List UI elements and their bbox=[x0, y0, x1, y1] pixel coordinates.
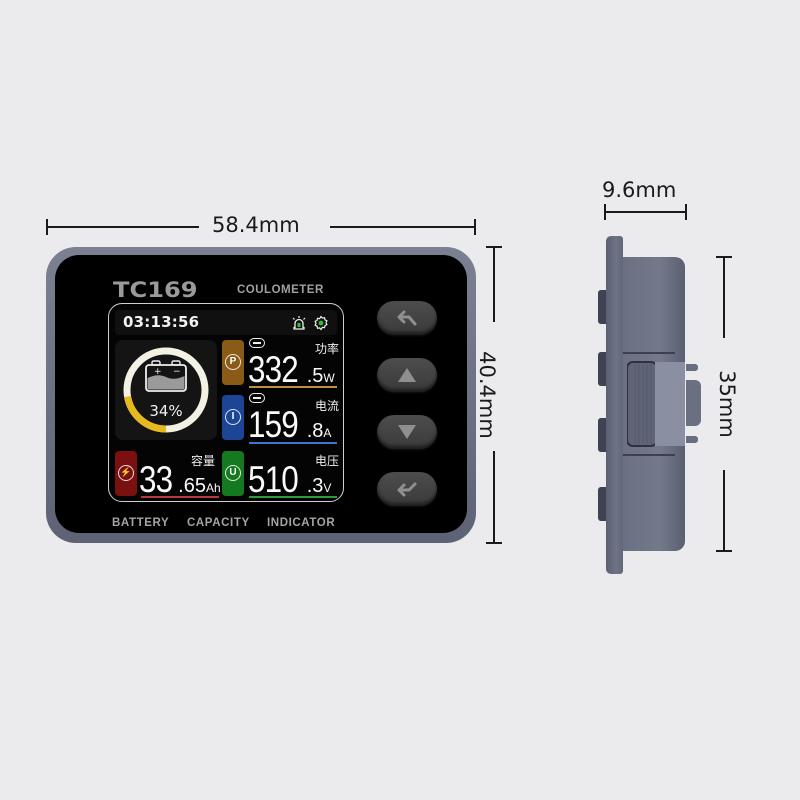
current-tile: I bbox=[222, 395, 244, 440]
voltage-label: 电压 bbox=[315, 454, 340, 468]
side-pin-bottom bbox=[686, 436, 698, 443]
coulometer-front-view: TC169 COULOMETER 03:13:56 bbox=[46, 247, 476, 543]
depth-dim-label: 9.6mm bbox=[602, 178, 677, 202]
footer-label-indicator: INDICATOR bbox=[267, 517, 336, 529]
height-dim-line-bottom bbox=[493, 451, 495, 543]
power-value: 332.5W bbox=[248, 349, 335, 390]
enter-arrow-icon bbox=[397, 482, 417, 497]
depth-dim-line bbox=[604, 211, 687, 213]
power-badge: P bbox=[225, 354, 241, 370]
current-negative-sign bbox=[249, 393, 265, 403]
power-underline bbox=[249, 386, 337, 388]
clock: 03:13:56 bbox=[123, 313, 200, 331]
footer-label-capacity: CAPACITY bbox=[187, 517, 250, 529]
lightning-icon: ⚡ bbox=[118, 465, 134, 481]
power-tile: P bbox=[222, 340, 244, 385]
side-button-2 bbox=[598, 352, 607, 386]
power-label: 功率 bbox=[315, 342, 340, 356]
up-button[interactable] bbox=[377, 358, 437, 392]
battery-percent: 34% bbox=[149, 402, 183, 420]
width-dim-line-right bbox=[330, 226, 475, 228]
depth-dim-tick-right bbox=[685, 204, 687, 220]
capacity-label: 容量 bbox=[191, 454, 216, 468]
height-dim-line-top bbox=[493, 246, 495, 322]
footer-label-battery: BATTERY bbox=[112, 517, 170, 529]
side-button-3 bbox=[598, 418, 607, 452]
status-bar: 03:13:56 bbox=[115, 310, 337, 335]
model-label: TC169 bbox=[113, 278, 198, 302]
battery-icon: + − bbox=[145, 360, 187, 392]
device-bezel: TC169 COULOMETER 03:13:56 bbox=[55, 255, 467, 533]
triangle-down-icon bbox=[398, 425, 416, 439]
down-button[interactable] bbox=[377, 415, 437, 449]
side-button-4 bbox=[598, 487, 607, 521]
width-dim-tick-right bbox=[474, 219, 476, 235]
width-dim-line-left bbox=[46, 226, 199, 228]
height-dim-tick-bottom bbox=[486, 542, 502, 544]
side-seam-bottom bbox=[623, 454, 675, 456]
side-dim-tick-bottom bbox=[716, 550, 732, 552]
device-type-label: COULOMETER bbox=[237, 284, 324, 296]
voltage-tile: U bbox=[222, 451, 244, 496]
side-dim-line-bottom bbox=[723, 470, 725, 552]
side-view-flange bbox=[606, 236, 623, 574]
side-seam-top bbox=[623, 352, 675, 354]
side-connector bbox=[686, 380, 701, 426]
voltage-value: 510.3V bbox=[248, 459, 332, 500]
svg-text:+: + bbox=[154, 367, 162, 377]
current-underline bbox=[249, 442, 337, 444]
capacity-tile: ⚡ bbox=[115, 451, 137, 496]
mounting-clip bbox=[627, 361, 685, 447]
gear-icon[interactable] bbox=[313, 315, 329, 331]
capacity-value: 33.65Ah bbox=[139, 459, 221, 500]
current-label: 电流 bbox=[315, 399, 340, 413]
side-button-1 bbox=[598, 290, 607, 324]
battery-gauge-panel: + − 34% bbox=[115, 340, 217, 440]
width-dim-label: 58.4mm bbox=[212, 213, 300, 237]
capacity-underline bbox=[141, 496, 219, 498]
voltage-badge: U bbox=[225, 465, 241, 481]
side-pin-top bbox=[686, 364, 698, 371]
power-negative-sign bbox=[249, 338, 265, 348]
current-value: 159.8A bbox=[248, 404, 332, 445]
triangle-up-icon bbox=[398, 368, 416, 382]
side-dim-label: 35mm bbox=[714, 370, 739, 438]
svg-text:−: − bbox=[173, 367, 181, 377]
alarm-icon bbox=[292, 316, 306, 330]
back-arrow-icon bbox=[397, 310, 417, 326]
battery-ring-gauge bbox=[123, 347, 209, 433]
side-dim-line-top bbox=[723, 256, 725, 338]
lcd-screen: 03:13:56 bbox=[108, 303, 344, 502]
enter-button[interactable] bbox=[377, 472, 437, 506]
current-badge: I bbox=[225, 409, 241, 425]
back-button[interactable] bbox=[377, 301, 437, 335]
height-dim-label: 40.4mm bbox=[474, 351, 499, 439]
voltage-underline bbox=[249, 496, 337, 498]
